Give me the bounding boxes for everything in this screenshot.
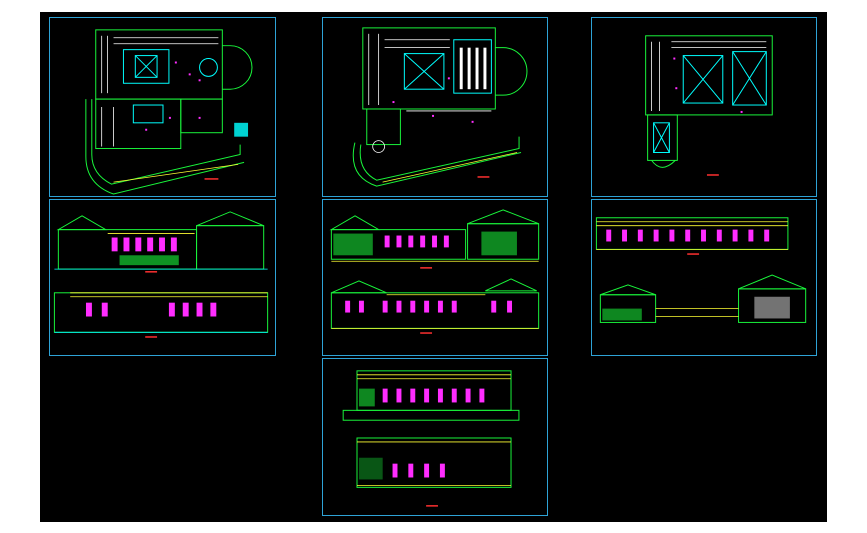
sheet-elevations-4[interactable] [322, 358, 548, 516]
cad-drawing-canvas [40, 12, 827, 522]
plan-lower-wing [95, 98, 182, 150]
elevations-3-drawing [595, 217, 807, 323]
sheet-elevations-3[interactable] [591, 199, 817, 356]
plan-main-block [95, 29, 223, 100]
elevations-1-drawing [53, 211, 269, 338]
floor-plan-1-drawing [85, 29, 253, 195]
sheet-floor-plan-1[interactable] [49, 17, 276, 197]
elevations-4-drawing [342, 370, 520, 507]
sheet-floor-plan-2[interactable] [322, 17, 548, 197]
floor-plan-2-drawing [352, 27, 528, 187]
sheet-elevations-2[interactable] [322, 199, 548, 356]
sheet-floor-plan-3[interactable] [591, 17, 817, 197]
elevations-2-drawing [329, 209, 540, 334]
floor-plan-3-drawing [645, 35, 773, 176]
sheet-elevations-1[interactable] [49, 199, 276, 356]
plan-rotunda [222, 45, 253, 90]
